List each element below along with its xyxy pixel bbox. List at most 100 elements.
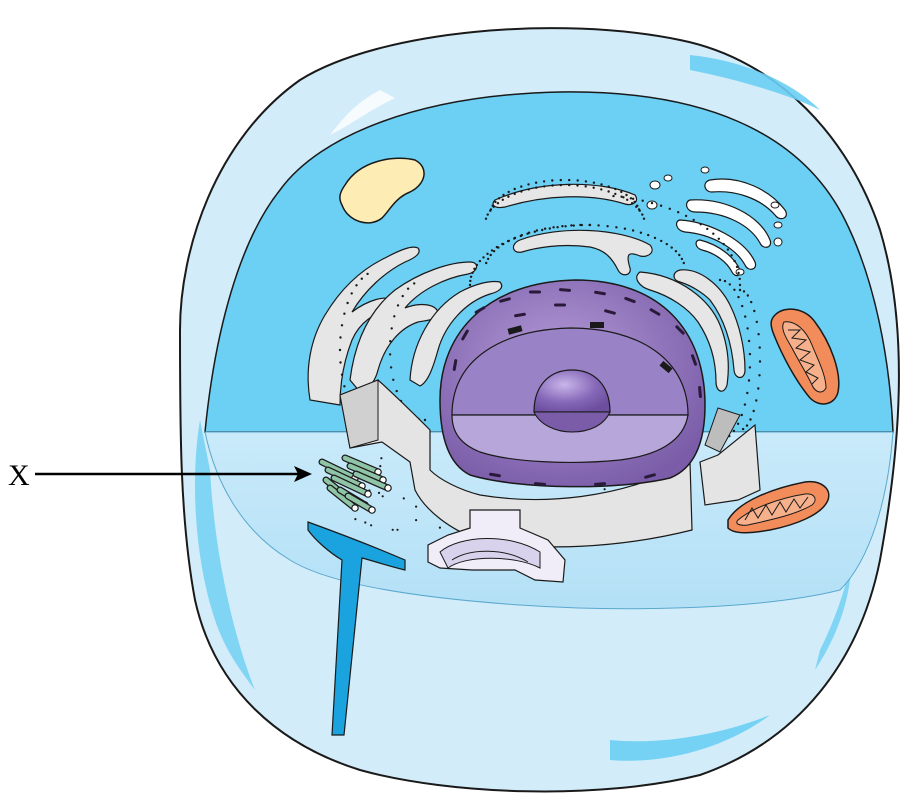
ribosome-dot bbox=[339, 336, 341, 338]
ribosome-dot bbox=[737, 272, 739, 274]
ribosome-dot bbox=[479, 260, 481, 262]
ribosome-dot bbox=[485, 262, 487, 264]
ribosome-dot bbox=[633, 201, 635, 203]
ribosome-dot bbox=[577, 179, 579, 181]
ribosome-dot bbox=[568, 179, 570, 181]
ribosome-dot bbox=[485, 218, 487, 220]
ribosome-dot bbox=[378, 492, 380, 494]
ribosome-dot bbox=[585, 180, 587, 182]
ribosome-dot bbox=[343, 313, 345, 315]
ribosome-dot bbox=[493, 206, 495, 208]
ribosome-dot bbox=[496, 246, 498, 248]
ribosome-dot bbox=[614, 193, 616, 195]
ribosome-dot bbox=[393, 315, 395, 317]
ribosome-dot bbox=[552, 226, 554, 228]
ribosome-dot bbox=[341, 324, 343, 326]
ribosome-dot bbox=[631, 202, 633, 204]
ribosome-dot bbox=[339, 361, 341, 363]
ribosome-dot bbox=[700, 223, 702, 225]
ribosome-dot bbox=[723, 243, 725, 245]
ribosome-dot bbox=[608, 185, 610, 187]
ribosome-dot bbox=[753, 310, 755, 312]
ribosome-dot bbox=[364, 521, 366, 523]
ribosome-dot bbox=[573, 224, 575, 226]
ribosome-dot bbox=[379, 465, 381, 467]
ribosome-dot bbox=[643, 218, 645, 220]
ribosome-dot bbox=[600, 188, 602, 190]
ribosome-dot bbox=[397, 304, 399, 306]
ribosome-dot bbox=[635, 206, 637, 208]
ribosome-dot bbox=[756, 321, 758, 323]
ribosome-dot bbox=[741, 305, 743, 307]
ribosome-dot bbox=[354, 518, 356, 520]
ribosome-dot bbox=[473, 268, 475, 270]
ribosome-dot bbox=[501, 243, 503, 245]
ribosome-dot bbox=[736, 266, 738, 268]
ribosome-dot bbox=[585, 185, 587, 187]
ribosome-dot bbox=[718, 238, 720, 240]
ribosome-dot bbox=[549, 227, 551, 229]
ribosome-dot bbox=[370, 524, 372, 526]
ribosome-dot bbox=[733, 289, 735, 291]
ribosome-dot bbox=[482, 256, 484, 258]
ribosome-dot bbox=[514, 188, 516, 190]
ribosome-dot bbox=[737, 296, 739, 298]
ribosome-dot bbox=[396, 529, 398, 531]
ribosome-dot bbox=[615, 226, 617, 228]
ribosome-dot bbox=[593, 187, 595, 189]
ribosome-dot bbox=[493, 250, 495, 252]
ribosome-dot bbox=[508, 191, 510, 193]
ribosome-dot bbox=[520, 235, 522, 237]
ribosome-dot bbox=[632, 229, 634, 231]
ribosome-dot bbox=[604, 488, 606, 490]
ribosome-dot bbox=[742, 428, 744, 430]
ribosome-dot bbox=[361, 278, 363, 280]
ribosome-dot bbox=[392, 529, 394, 531]
ribosome-dot bbox=[534, 231, 536, 233]
ribosome-dot bbox=[528, 188, 530, 190]
ribosome-dot bbox=[747, 294, 749, 296]
ribosome-dot bbox=[607, 190, 609, 192]
ribosome-dot bbox=[498, 197, 500, 199]
ribosome-dot bbox=[759, 360, 761, 362]
ribosome-dot bbox=[513, 237, 515, 239]
ribosome-dot bbox=[487, 258, 489, 260]
ribosome-dot bbox=[382, 495, 384, 497]
ribosome-dot bbox=[641, 213, 643, 215]
ribosome-dot bbox=[625, 194, 627, 196]
ribosome-dot bbox=[681, 258, 683, 260]
ribosome-dot bbox=[677, 211, 679, 213]
ribosome-dot bbox=[675, 250, 677, 252]
ribosome-dot bbox=[561, 225, 563, 227]
ribosome-dot bbox=[526, 233, 528, 235]
ribosome-dot bbox=[733, 430, 735, 432]
ribosome-dot bbox=[606, 225, 608, 227]
ribosome-dot bbox=[351, 292, 353, 294]
microtubule-end bbox=[352, 505, 358, 511]
ribosome-dot bbox=[693, 219, 695, 221]
ribosome-dot bbox=[366, 273, 368, 275]
ribosome-dot bbox=[639, 210, 641, 212]
ribosome-dot bbox=[758, 374, 760, 376]
ribosome-dot bbox=[389, 340, 391, 342]
ribosome-dot bbox=[685, 215, 687, 217]
ribosome-dot bbox=[589, 224, 591, 226]
ribosome-dot bbox=[712, 233, 714, 235]
ribosome-dot bbox=[654, 237, 656, 239]
ribosome-dot bbox=[439, 527, 441, 529]
ribosome-dot bbox=[396, 390, 398, 392]
ribosome-dot bbox=[391, 327, 393, 329]
ribosome-dot bbox=[413, 282, 415, 284]
ribosome-dot bbox=[389, 353, 391, 355]
ribosome-dot bbox=[346, 302, 348, 304]
ribosome-dot bbox=[626, 199, 628, 201]
microtubule-end bbox=[369, 507, 375, 513]
ribosome-dot bbox=[489, 210, 491, 212]
ribosome-dot bbox=[536, 229, 538, 231]
ribosome-dot bbox=[424, 419, 426, 421]
ribosome-dot bbox=[593, 182, 595, 184]
ribosome-dot bbox=[746, 424, 748, 426]
ribosome-dot bbox=[647, 234, 649, 236]
ribosome-dot bbox=[543, 185, 545, 187]
ribosome-dot bbox=[402, 295, 404, 297]
